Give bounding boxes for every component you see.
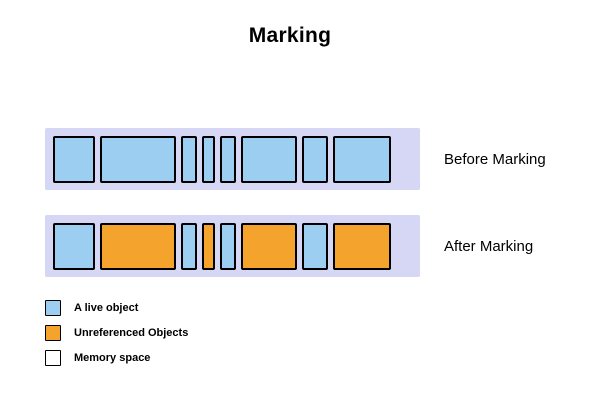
legend-item-alive: A live object: [45, 300, 188, 316]
alive-object-block: [100, 135, 176, 183]
unreferenced-object-block: [241, 222, 297, 270]
legend-item-unreferenced: Unreferenced Objects: [45, 325, 188, 341]
before-marking-row: Before Marking: [45, 128, 546, 190]
alive-object-block: [202, 135, 215, 183]
alive-object-block: [302, 222, 328, 270]
row-label-before: Before Marking: [444, 150, 546, 168]
legend-label: A live object: [74, 302, 139, 314]
row-label-after: After Marking: [444, 237, 534, 255]
unreferenced-object-block: [333, 222, 391, 270]
memory-bar: [45, 128, 420, 190]
legend-label: Unreferenced Objects: [74, 327, 189, 339]
unreferenced-objects-swatch: [45, 325, 61, 341]
memory-space-swatch: [45, 350, 61, 366]
after-marking-row: After Marking: [45, 215, 533, 277]
legend: A live object Unreferenced Objects Memor…: [45, 300, 188, 366]
alive-object-block: [241, 135, 297, 183]
unreferenced-object-block: [202, 222, 215, 270]
alive-object-block: [53, 222, 95, 270]
alive-object-block: [220, 135, 236, 183]
alive-object-swatch: [45, 300, 61, 316]
legend-item-memory: Memory space: [45, 350, 188, 366]
alive-object-block: [181, 135, 197, 183]
alive-object-block: [333, 135, 391, 183]
diagram-title: Marking: [248, 24, 332, 47]
alive-object-block: [302, 135, 328, 183]
alive-object-block: [220, 222, 236, 270]
legend-label: Memory space: [74, 352, 151, 364]
memory-bar: [45, 215, 420, 277]
alive-object-block: [53, 135, 95, 183]
unreferenced-object-block: [100, 222, 176, 270]
alive-object-block: [181, 222, 197, 270]
